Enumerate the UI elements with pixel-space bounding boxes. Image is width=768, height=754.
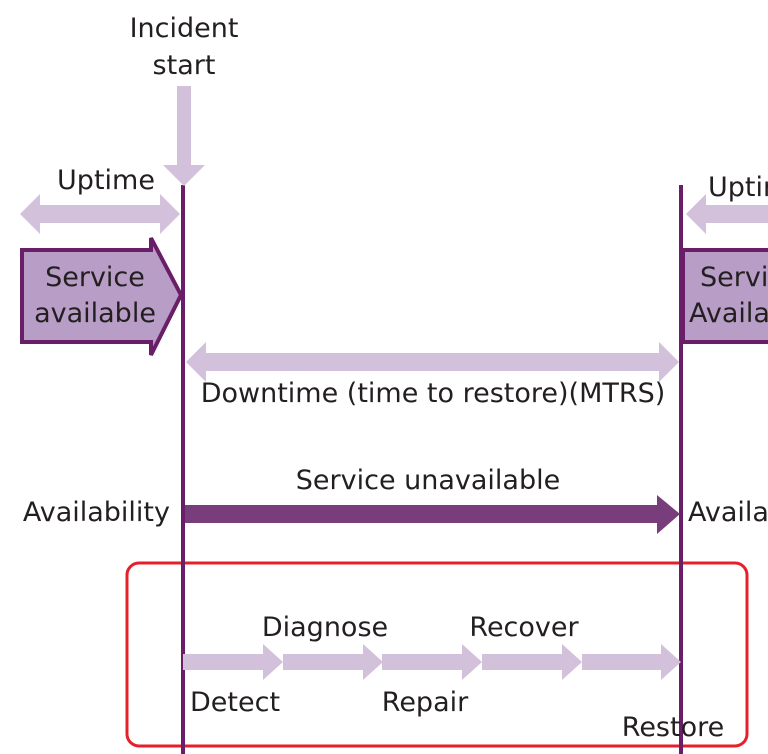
service-unavailable-label: Service unavailable (296, 465, 560, 496)
service-unavailable-arrow-icon (185, 495, 680, 534)
incident-timeline (181, 185, 185, 754)
incident-start-label-line1: Incident (130, 13, 239, 44)
step-label-detect: Detect (190, 687, 280, 718)
service-available-right-box (681, 248, 768, 344)
incident-start-label-line2: start (153, 50, 216, 81)
restore-timeline (679, 185, 683, 754)
availability-left-label: Availability (23, 497, 170, 528)
downtime-label: Downtime (time to restore)(MTRS) (201, 378, 666, 409)
step-arrow-diagnose-icon (283, 644, 383, 680)
downtime-arrow-icon (186, 342, 679, 382)
step-arrow-restore-icon (582, 644, 681, 680)
step-arrow-recover-icon (482, 644, 582, 680)
uptime-right-arrow-icon (686, 194, 768, 234)
service-available-right-line1: Service (700, 262, 768, 293)
step-label-restore: Restore (622, 712, 724, 743)
uptime-left-label: Uptime (57, 165, 155, 196)
step-arrow-repair-icon (382, 644, 482, 680)
incident-start-arrow-icon (163, 86, 205, 186)
steps-highlight-box (125, 561, 749, 748)
service-available-left-line1: Service (45, 262, 145, 293)
step-label-repair: Repair (382, 687, 469, 718)
availability-right-label: Availability (688, 497, 768, 528)
uptime-left-arrow-icon (20, 194, 180, 234)
uptime-right-label: Uptime (708, 172, 768, 203)
service-available-left-line2: available (34, 298, 156, 329)
step-label-diagnose: Diagnose (262, 612, 388, 643)
service-available-left-arrow-icon (20, 237, 184, 356)
service-available-right-line2: Available (689, 298, 768, 329)
step-arrow-detect-icon (183, 644, 283, 680)
step-label-recover: Recover (469, 612, 579, 643)
